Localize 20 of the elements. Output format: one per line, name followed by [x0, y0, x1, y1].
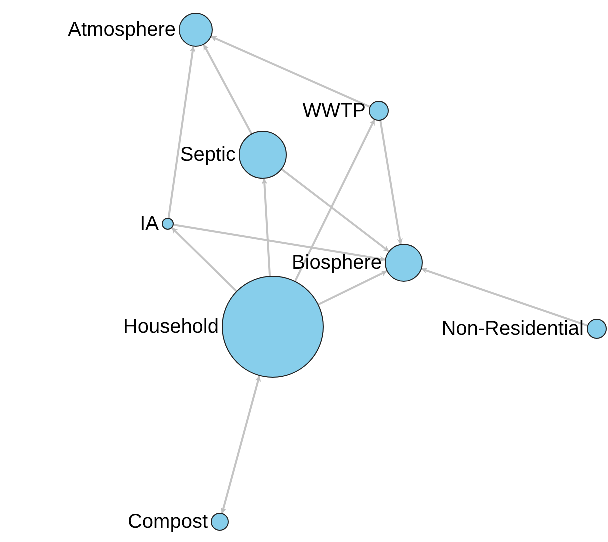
arrow — [203, 44, 253, 134]
node-label: Non-Residential — [442, 317, 584, 341]
arrow — [380, 120, 403, 245]
arrow — [220, 376, 262, 514]
arrow — [172, 227, 238, 292]
node-label: IA — [140, 212, 159, 236]
arrow — [421, 268, 588, 327]
arrow — [211, 36, 370, 108]
node-label: Biosphere — [292, 251, 382, 275]
arrow — [294, 119, 376, 282]
arrow — [318, 270, 388, 306]
arrow — [262, 178, 272, 276]
node-label: Compost — [128, 510, 208, 534]
node-label: Atmosphere — [68, 18, 176, 42]
node-label: Septic — [180, 143, 236, 167]
node-label: WWTP — [302, 99, 366, 123]
arrow — [174, 224, 386, 262]
arrow — [168, 46, 196, 218]
arrow — [281, 168, 390, 252]
node-label: Household — [123, 315, 219, 339]
